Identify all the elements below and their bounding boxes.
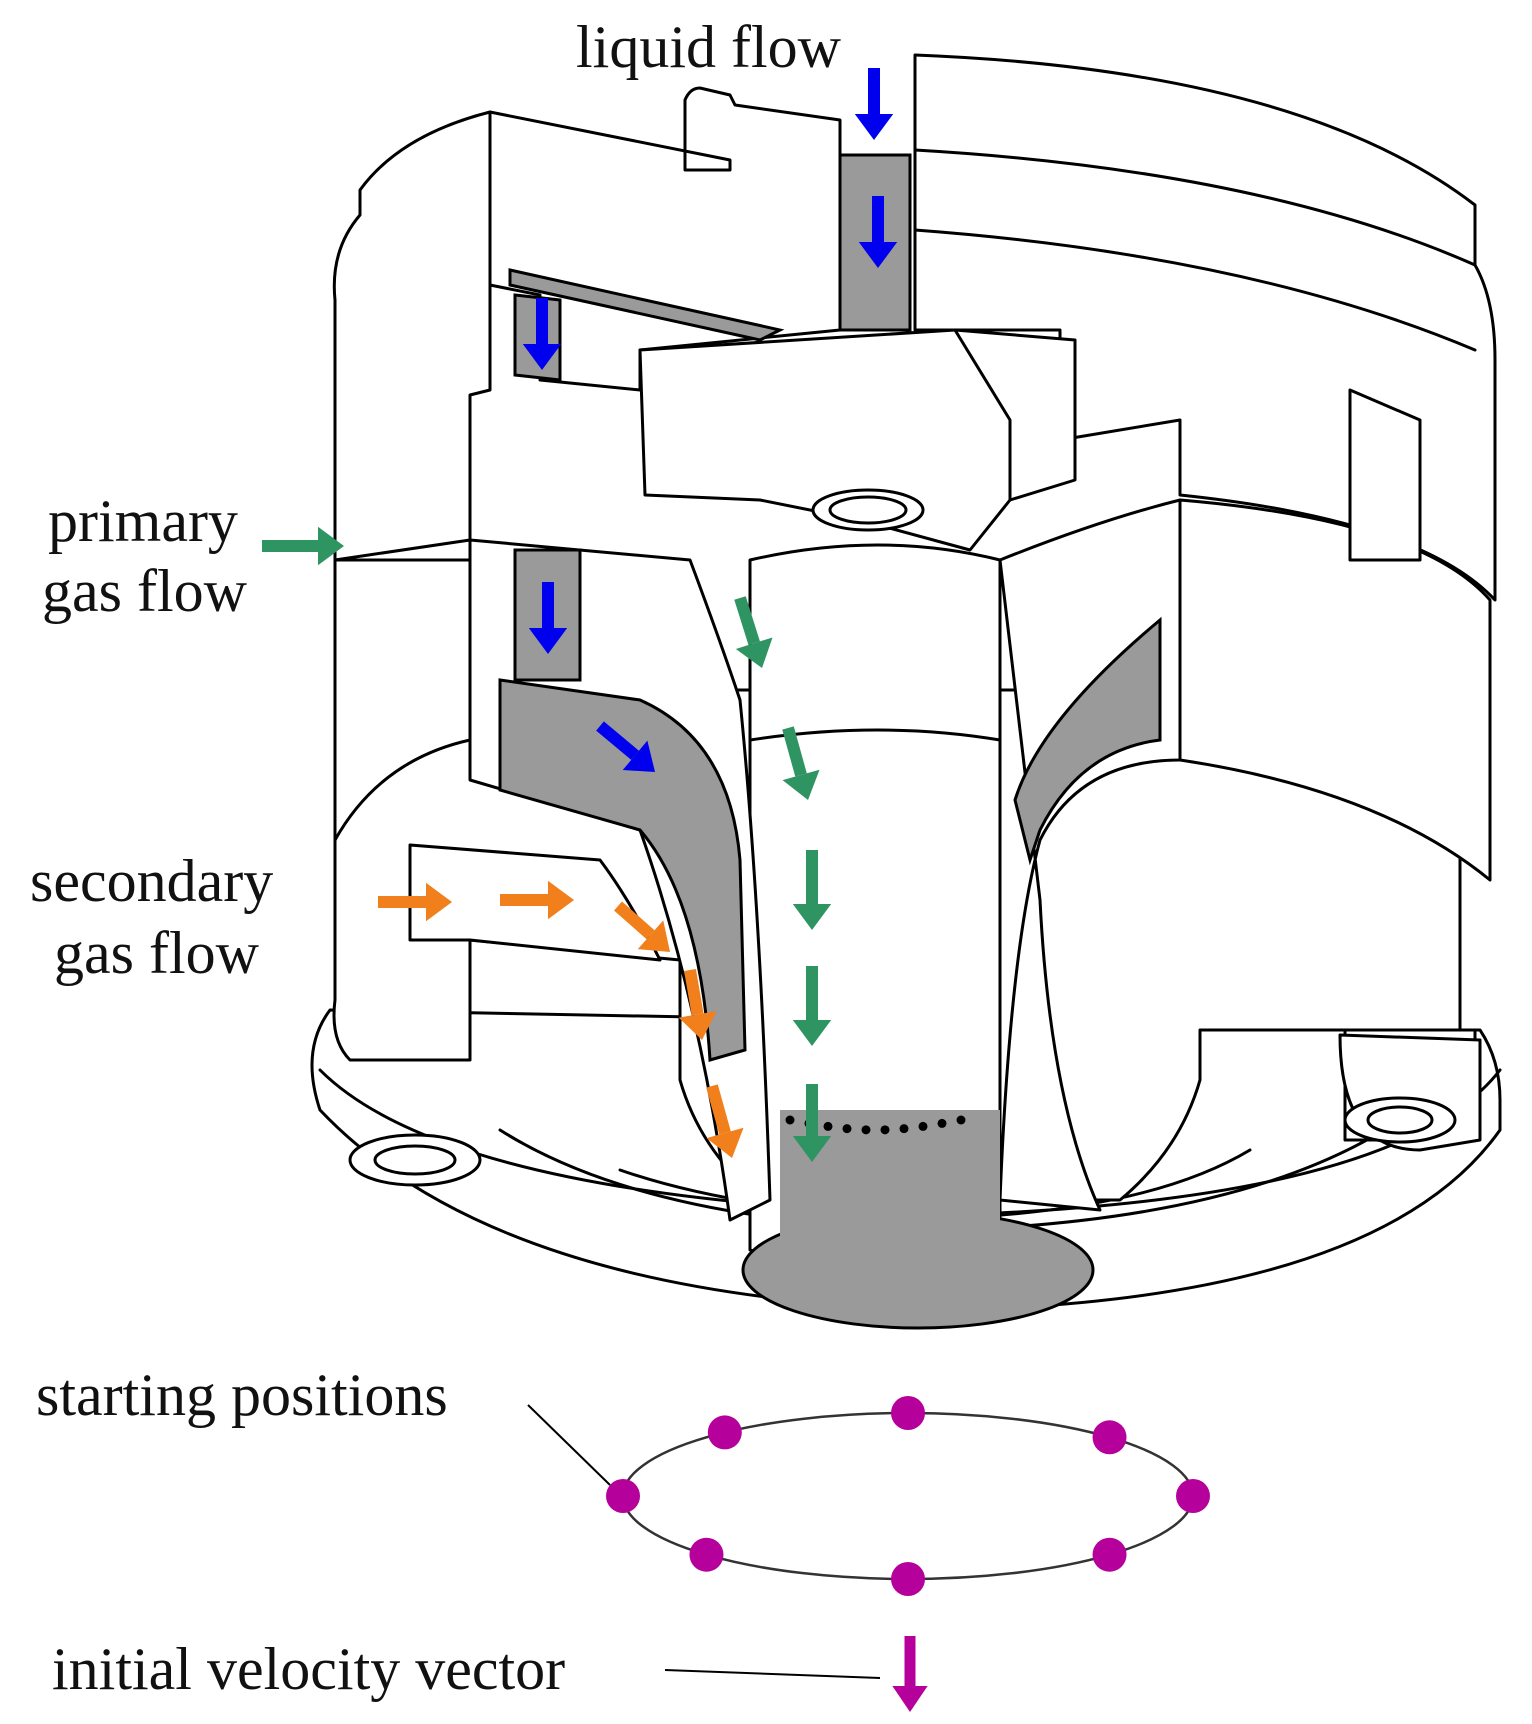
- primary-gas-flow-arrow: [792, 850, 832, 930]
- secondary-gas-flow-arrow: [678, 968, 717, 1040]
- tube-hole: [785, 1115, 795, 1125]
- starting-position-marker: [891, 1562, 925, 1596]
- primary-gas-flow-arrows: [262, 526, 832, 1162]
- tube-hole: [842, 1124, 852, 1134]
- tube-hole: [956, 1115, 966, 1125]
- tube-lower-cut: [780, 1110, 1000, 1250]
- starting-positions-leader: [527, 1404, 611, 1486]
- tube-hole: [899, 1124, 909, 1134]
- upper-lip-2: [913, 148, 1477, 267]
- tube-hole: [918, 1121, 928, 1131]
- tube-hole: [823, 1121, 833, 1131]
- central-crossbar: [638, 328, 1077, 552]
- liquid-flow-arrow: [522, 298, 562, 370]
- secondary-gas-flow-arrow: [614, 901, 670, 952]
- label-primary-line2: gas flow: [42, 558, 247, 624]
- velocity-vector-leader: [664, 1669, 881, 1679]
- crossbar-hole: [811, 488, 925, 532]
- liquid-flow-arrow: [528, 582, 568, 654]
- label-primary-line1: primary: [48, 488, 238, 554]
- starting-position-marker: [1176, 1479, 1210, 1513]
- tube-top: [748, 728, 1002, 742]
- starting-position-marker: [891, 1396, 925, 1430]
- right-vane-cut: [1013, 616, 1162, 866]
- screw-right: [1343, 1096, 1457, 1144]
- upper-lip: [913, 228, 1477, 352]
- starting-position-marker: [689, 1537, 724, 1572]
- tube-hole: [861, 1125, 871, 1135]
- middle-band: [333, 558, 472, 842]
- primary-gas-flow-arrow: [262, 526, 344, 566]
- starting-position-markers: [606, 1396, 1210, 1596]
- label-starting-positions: starting positions: [36, 1362, 448, 1428]
- starting-position-marker: [1092, 1420, 1127, 1455]
- label-liquid-flow: liquid flow: [576, 14, 841, 80]
- upper-ring: [332, 110, 492, 562]
- starting-position-marker: [606, 1479, 640, 1513]
- tube-hole: [880, 1125, 890, 1135]
- primary-gas-flow-arrow: [792, 966, 832, 1046]
- liquid-flow-arrow: [858, 196, 898, 268]
- primary-gas-flow-arrow: [782, 726, 820, 800]
- label-secondary-line1: secondary: [30, 848, 274, 914]
- label-initial-velocity-vector: initial velocity vector: [52, 1636, 566, 1702]
- crossbar-face: [953, 328, 1012, 502]
- liquid-flow-arrow: [596, 721, 655, 772]
- middle-band-right: [1178, 498, 1492, 882]
- secondary-gas-flow-arrows: [378, 880, 744, 1158]
- label-secondary-line2: gas flow: [54, 920, 259, 986]
- liquid-flow-arrow: [854, 68, 894, 140]
- liquid-channel-diag: [508, 268, 785, 342]
- secondary-gas-flow-arrow: [706, 1084, 744, 1158]
- starting-position-marker: [707, 1415, 742, 1450]
- screw-left: [348, 1133, 482, 1187]
- primary-gas-flow-arrow: [734, 596, 773, 668]
- right-window: [1348, 388, 1422, 562]
- tube-hole: [937, 1118, 947, 1128]
- liquid-flow-arrows: [522, 68, 898, 772]
- primary-gas-flow-arrow: [792, 1084, 832, 1162]
- secondary-gas-flow-arrow: [500, 880, 574, 920]
- initial-velocity-vector-arrow: [892, 1636, 928, 1712]
- liquid-channel-film: [498, 678, 747, 1062]
- secondary-gas-flow-arrow: [378, 882, 452, 922]
- starting-position-marker: [1092, 1537, 1127, 1572]
- initial-velocity-vector-arrow: [892, 1636, 928, 1712]
